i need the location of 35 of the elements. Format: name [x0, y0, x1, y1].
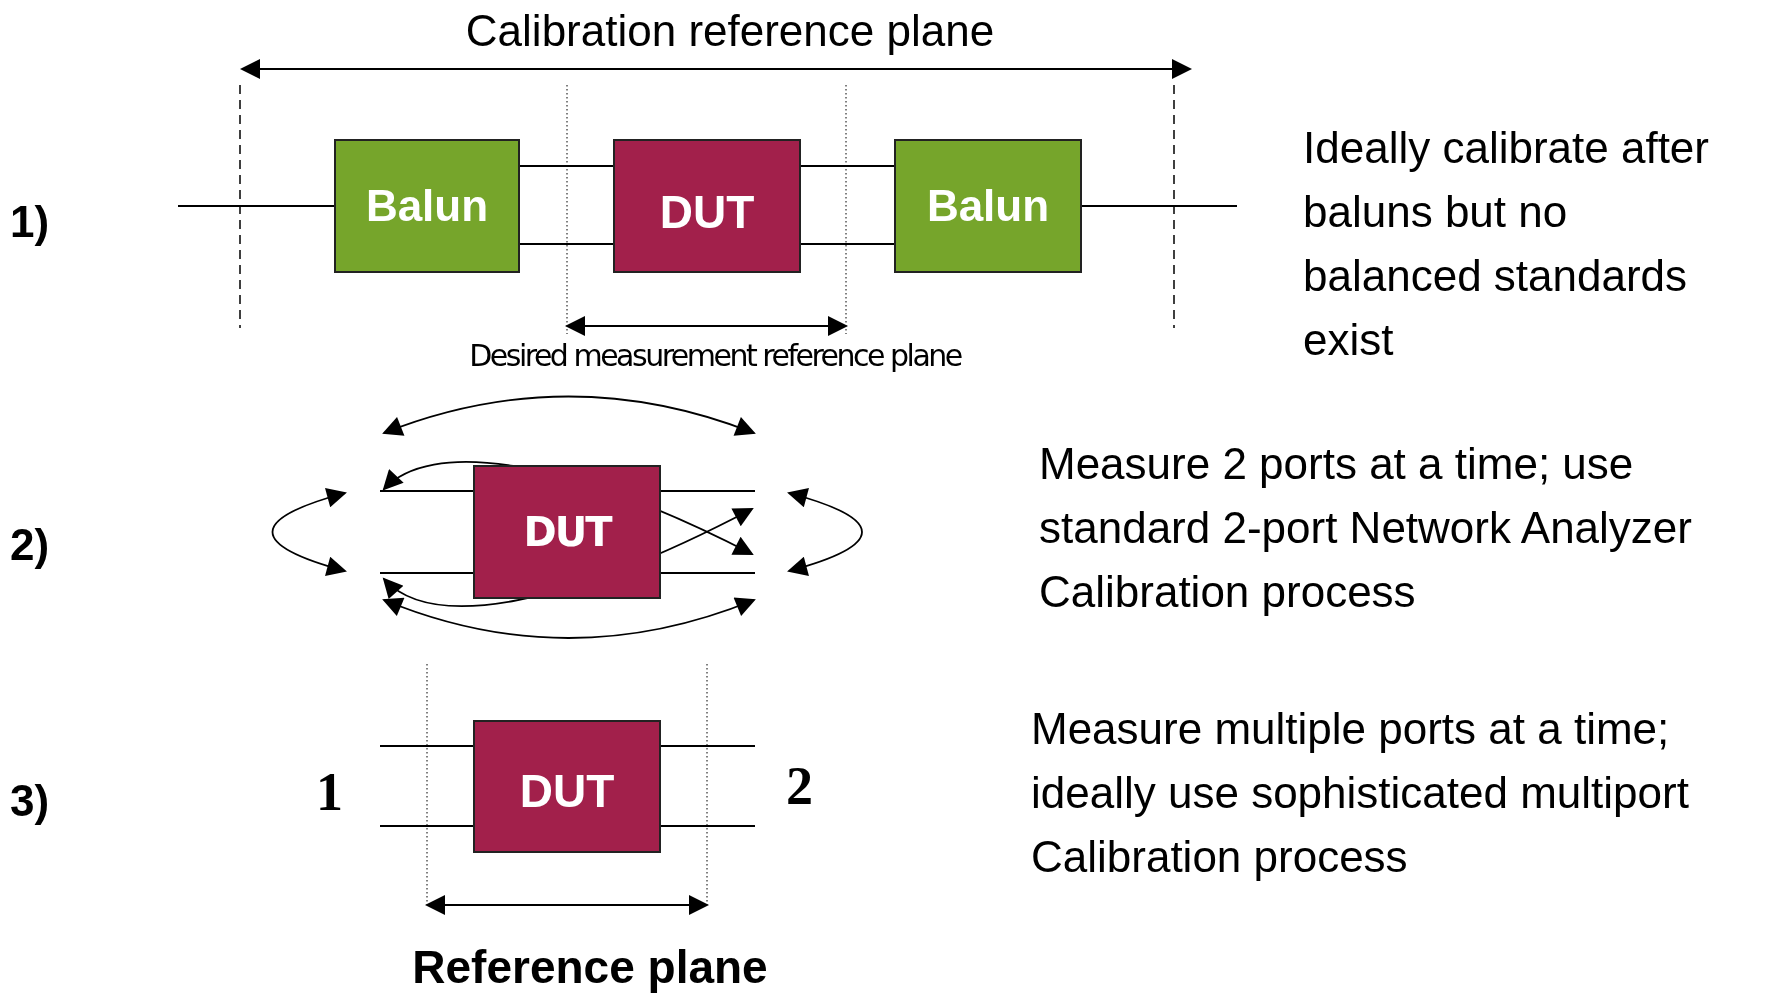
box-label: DUT	[659, 185, 755, 239]
note-text: Measure multiple ports at a time; ideally use sophisticated multiport Calibration process	[1031, 703, 1690, 883]
section-number: 3)	[10, 775, 50, 827]
connection-line	[660, 572, 756, 574]
connection-line	[379, 745, 474, 747]
dut-box	[613, 139, 801, 273]
box-label: DUT	[523, 509, 611, 555]
section-number: 2)	[10, 519, 50, 571]
port-number: 2	[786, 755, 813, 818]
box-label: Balun	[365, 181, 489, 231]
note-text: Ideally calibrate after baluns but no balanced standards exist	[1303, 122, 1710, 366]
connection-line	[379, 572, 474, 574]
note-text: Measure 2 ports at a time; use standard 2-port Network Analyzer Calibration process	[1039, 438, 1693, 618]
connection-line	[660, 745, 756, 747]
dut-box	[473, 720, 661, 853]
connection-line	[800, 165, 895, 167]
connection-line	[1081, 205, 1238, 207]
connection-line	[519, 165, 614, 167]
connection-line	[660, 825, 756, 827]
reference-plane-label: Reference plane	[411, 940, 769, 995]
dut-box	[473, 465, 661, 599]
connection-line	[379, 490, 474, 492]
balun-box	[894, 139, 1082, 273]
connection-line	[177, 205, 335, 207]
port-number: 1	[316, 761, 343, 824]
section-number: 1)	[10, 196, 50, 248]
connection-line	[800, 243, 895, 245]
reference-plane-label: Desired measurement reference plane	[468, 337, 963, 375]
box-label: DUT	[519, 763, 615, 818]
box-label: Balun	[926, 181, 1050, 231]
connection-line	[519, 243, 614, 245]
connection-line	[660, 490, 756, 492]
title-label: Calibration reference plane	[464, 5, 996, 57]
connection-line	[379, 825, 474, 827]
balun-box	[334, 139, 520, 273]
